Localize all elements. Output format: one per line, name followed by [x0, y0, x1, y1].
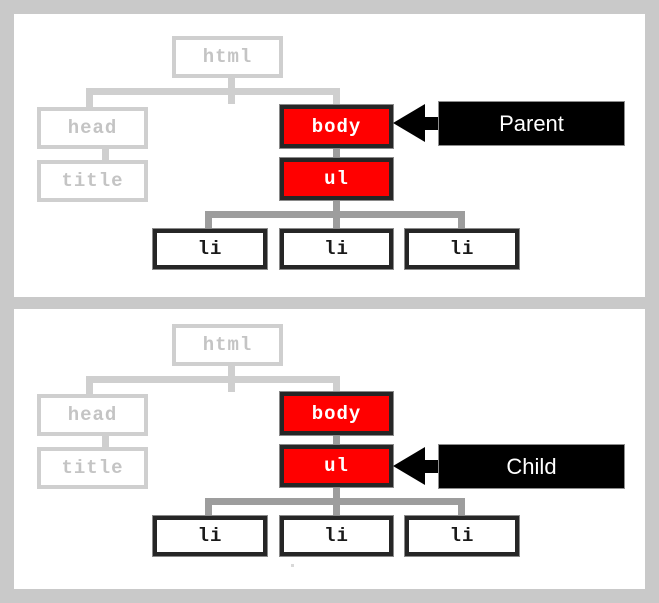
node-li-2: li — [280, 229, 393, 269]
connector-bar-to-body — [333, 376, 340, 395]
connector-level3-bar — [205, 211, 465, 218]
parent-diagram-panel: html head title body ul li li li Parent — [14, 14, 645, 297]
node-li-3: li — [405, 229, 519, 269]
node-ul: ul — [280, 445, 393, 487]
child-diagram-panel: html head title body ul li li li Child — [14, 309, 645, 589]
arrow-left-icon — [393, 447, 425, 485]
connector-body-to-ul — [333, 148, 340, 164]
node-body: body — [280, 105, 393, 148]
connector-head-to-title — [102, 436, 109, 450]
node-li-2: li — [280, 516, 393, 556]
connector-bar-to-li3 — [458, 211, 465, 232]
connector-bar-to-head — [86, 88, 93, 107]
child-tree-canvas: html head title body ul li li li Child — [14, 309, 645, 589]
arrow-left-icon — [393, 104, 425, 142]
callout-child: Child — [393, 444, 625, 489]
connector-body-to-ul — [333, 435, 340, 451]
callout-parent-label: Parent — [438, 101, 625, 146]
node-html: html — [172, 324, 283, 366]
connector-bar-to-head — [86, 376, 93, 395]
connector-bar-to-body — [333, 88, 340, 107]
connector-bar-to-li3 — [458, 498, 465, 519]
callout-child-label: Child — [438, 444, 625, 489]
callout-parent: Parent — [393, 101, 625, 146]
node-body: body — [280, 392, 393, 435]
node-li-1: li — [153, 229, 267, 269]
node-ul: ul — [280, 158, 393, 200]
connector-level3-bar — [205, 498, 465, 505]
node-li-3: li — [405, 516, 519, 556]
node-li-1: li — [153, 516, 267, 556]
stray-tick-mark — [291, 564, 294, 567]
node-head: head — [37, 107, 148, 149]
node-title: title — [37, 160, 148, 202]
connector-bar-to-li1 — [205, 211, 212, 232]
connector-level1-bar — [86, 88, 340, 95]
parent-tree-canvas: html head title body ul li li li Parent — [14, 14, 645, 297]
node-html: html — [172, 36, 283, 78]
connector-level1-bar — [86, 376, 340, 383]
connector-bar-to-li1 — [205, 498, 212, 519]
node-head: head — [37, 394, 148, 436]
connector-head-to-title — [102, 149, 109, 163]
node-title: title — [37, 447, 148, 489]
